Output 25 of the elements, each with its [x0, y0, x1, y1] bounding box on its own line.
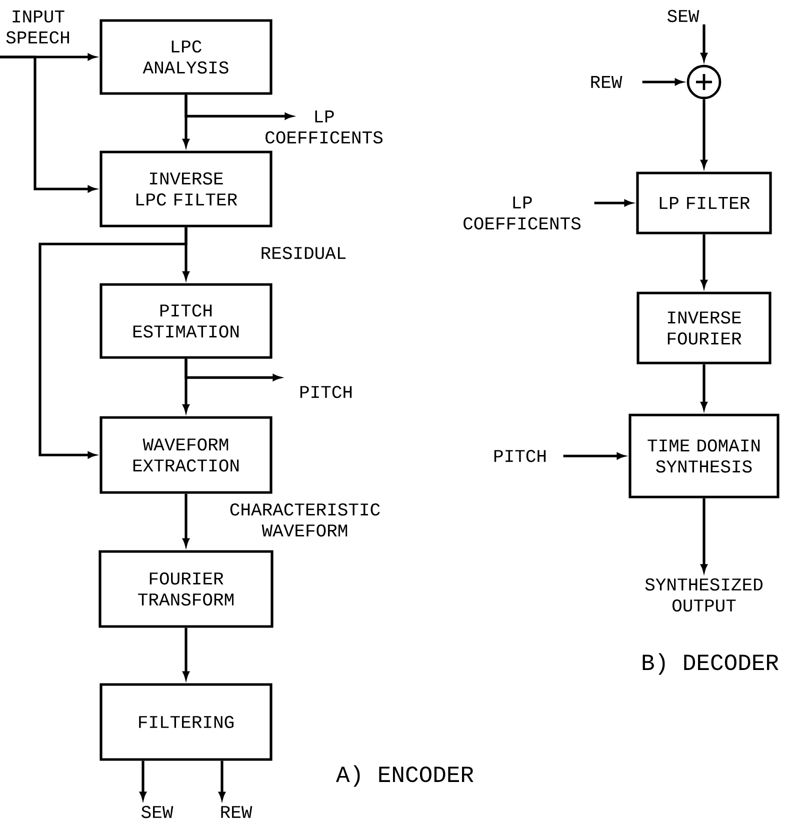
signal-label: SYNTHESIZED OUTPUT — [645, 578, 762, 612]
signal-label: PITCH — [494, 450, 546, 462]
caption-label: A) ENCODER — [336, 765, 474, 787]
arrow — [38, 227, 188, 458]
process-box: INVERSE FOURIER — [636, 292, 772, 364]
signal-label: SEW — [668, 10, 700, 22]
edge-label: RESIDUAL — [262, 246, 346, 260]
signal-label: SEW — [142, 806, 174, 818]
signal-label: LP COEFFICENTS — [266, 110, 382, 144]
signal-label: REW — [591, 76, 622, 88]
process-box: INVERSE LPC FILTER — [100, 150, 272, 228]
signal-label: INPUT SPEECH — [6, 10, 69, 44]
edge-label: CHARACTERISTIC WAVEFORM — [230, 503, 380, 537]
process-box: FILTERING — [100, 683, 272, 761]
signal-label: PITCH — [300, 386, 352, 398]
process-box: PITCH ESTIMATION — [100, 283, 272, 359]
caption-label: B) DECODER — [642, 653, 778, 675]
process-box: TIME DOMAIN SYNTHESIS — [628, 414, 780, 498]
signal-label: LP COEFFICENTS — [464, 196, 580, 230]
process-box: LPC ANALYSIS — [100, 19, 272, 95]
signal-label: REW — [221, 806, 252, 818]
process-box: WAVEFORM EXTRACTION — [100, 416, 272, 494]
process-box: LP FILTER — [636, 172, 772, 234]
summing-junction — [686, 64, 722, 100]
process-box: FOURIER TRANSFORM — [98, 550, 274, 628]
